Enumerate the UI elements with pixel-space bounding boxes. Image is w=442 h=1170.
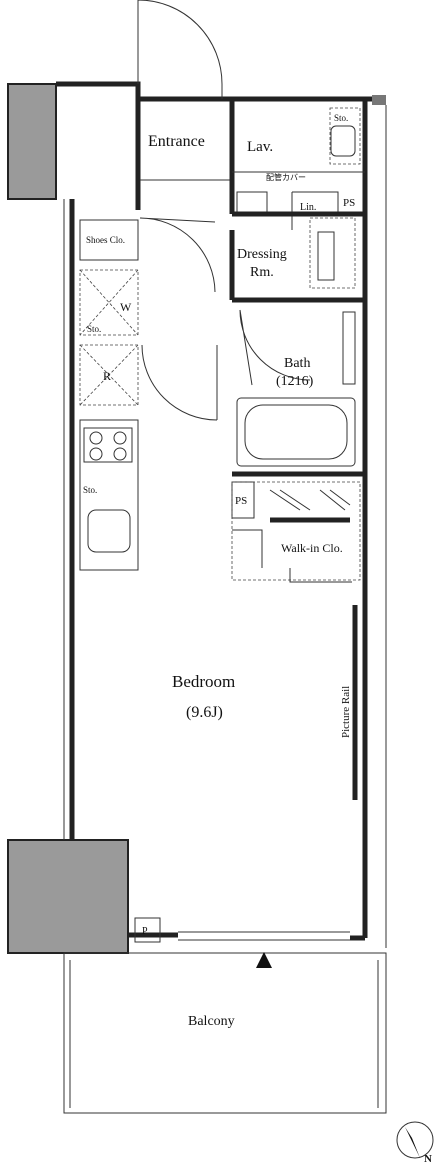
- column-top-left: [7, 83, 57, 200]
- walkin-hanger-2: [319, 489, 351, 511]
- label-p-box: P: [142, 926, 148, 937]
- washing-counter: [309, 217, 356, 289]
- label-sto-lav: Sto.: [334, 113, 348, 123]
- column-top-right: [372, 95, 386, 105]
- shoes-closet: [79, 219, 139, 261]
- label-sto-kitchen: Sto.: [83, 485, 97, 495]
- burner-3: [89, 447, 103, 461]
- washbasin: [236, 191, 268, 213]
- label-dressing-2: Rm.: [250, 265, 274, 280]
- label-ps-upper: PS: [343, 197, 355, 209]
- label-bedroom-2: (9.6J): [186, 704, 223, 721]
- washer-x: [79, 269, 139, 336]
- entrance-door: [137, 0, 223, 99]
- bath-shelf: [342, 311, 356, 385]
- compass-needle: [405, 1127, 420, 1158]
- label-bath-2: (1216): [276, 374, 314, 389]
- label-sto-washer: Sto.: [87, 324, 101, 334]
- label-entrance: Entrance: [148, 133, 205, 150]
- label-walkin: Walk-in Clo.: [281, 541, 343, 555]
- bedroom-window: [178, 931, 350, 941]
- burner-1: [89, 431, 103, 445]
- label-lin: Lin.: [300, 202, 316, 213]
- p-box: [134, 917, 161, 943]
- hall-door: [141, 344, 218, 421]
- outer-wall-top-left: [56, 81, 141, 99]
- label-north: N: [424, 1153, 432, 1165]
- label-shoes: Shoes Clo.: [86, 235, 125, 245]
- label-picture-rail: Picture Rail: [340, 686, 352, 738]
- stove: [83, 427, 133, 463]
- walkin-door-right: [289, 568, 352, 583]
- burner-4: [113, 447, 127, 461]
- label-dressing-1: Dressing: [237, 247, 287, 262]
- fridge-x: [79, 344, 139, 406]
- label-bath-1: Bath: [284, 356, 310, 371]
- kitchen-counter: [79, 419, 139, 571]
- sink-in-dressing: [317, 231, 335, 281]
- bath-door: [239, 309, 311, 386]
- label-washer: W: [120, 300, 132, 314]
- wall-lin: [291, 191, 339, 230]
- burner-2: [113, 431, 127, 445]
- kitchen-sink: [87, 509, 131, 553]
- balcony-area: [63, 952, 387, 1114]
- walkin-hanger-1: [269, 489, 311, 511]
- window-mark: [256, 952, 272, 968]
- label-balcony: Balcony: [188, 1014, 235, 1029]
- label-bedroom-1: Bedroom: [172, 672, 235, 691]
- sto-lav-cabinet: [329, 107, 361, 165]
- label-lav: Lav.: [247, 139, 273, 155]
- shoes-door: [139, 217, 216, 293]
- compass-ring: [396, 1121, 434, 1159]
- column-bottom-left: [7, 839, 129, 954]
- toilet-tank: [330, 125, 356, 157]
- bathtub-inner: [244, 404, 348, 460]
- walkin-door-left: [232, 529, 263, 568]
- fridge-space: [79, 344, 139, 406]
- washer-space: [79, 269, 139, 336]
- label-ps-lower: PS: [235, 495, 247, 507]
- label-fridge: R: [103, 369, 111, 383]
- walkin-shelf: [231, 481, 361, 581]
- label-pipe-note: 配管カバー: [266, 172, 306, 182]
- bathtub: [236, 397, 356, 467]
